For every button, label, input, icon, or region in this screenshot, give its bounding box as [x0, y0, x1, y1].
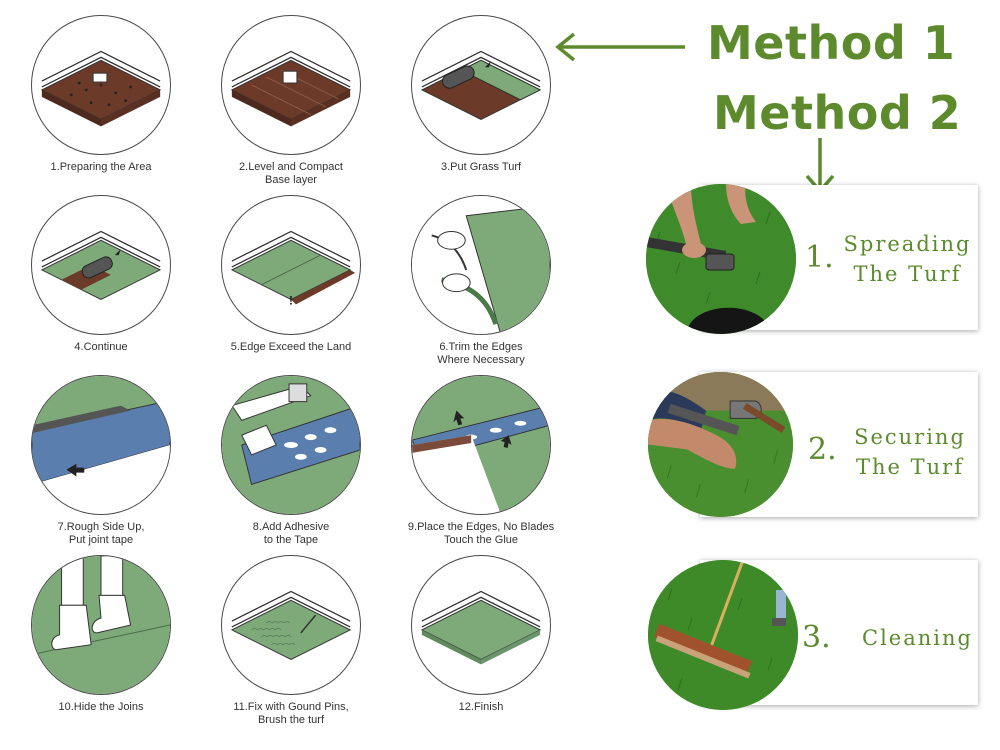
step-9-illustration — [411, 375, 551, 515]
step-10-illustration — [31, 555, 171, 695]
step-5: ! 5.Edge Exceed the Land — [196, 195, 386, 375]
step-11-caption: 11.Fix with Gound Pins, Brush the turf — [233, 701, 349, 726]
svg-text:!: ! — [289, 293, 293, 307]
card-2-label: Securing The Turf — [854, 425, 966, 479]
step-9-caption: 9.Place the Edges, No Blades Touch the G… — [407, 521, 555, 546]
step-5-illustration: ! — [221, 195, 361, 335]
step-5-caption: 5.Edge Exceed the Land — [230, 341, 352, 353]
step-11: 11.Fix with Gound Pins, Brush the turf — [196, 555, 386, 735]
method-1-title: Method 1 — [707, 16, 956, 70]
card-1-photo — [646, 184, 796, 334]
step-6-caption: 6.Trim the Edges Where Necessary — [437, 341, 525, 366]
step-7-caption: 7.Rough Side Up, Put joint tape — [57, 521, 145, 546]
step-1: 1.Preparing the Area — [6, 15, 196, 195]
card-3-photo — [648, 560, 798, 710]
card-1-label: Spreading The Turf — [843, 232, 972, 286]
step-10: 10.Hide the Joins — [6, 555, 196, 735]
step-4: 4.Continue — [6, 195, 196, 375]
step-11-illustration — [221, 555, 361, 695]
step-7: 7.Rough Side Up, Put joint tape — [6, 375, 196, 555]
card-3-label: Cleaning — [862, 626, 973, 650]
step-3-caption: 3.Put Grass Turf — [440, 161, 522, 173]
step-3-illustration — [411, 15, 551, 155]
card-3-number: 3. — [802, 620, 831, 655]
step-12-illustration — [411, 555, 551, 695]
step-12: 12.Finish — [386, 555, 576, 735]
step-10-caption: 10.Hide the Joins — [58, 701, 144, 713]
step-8: 8.Add Adhesive to the Tape — [196, 375, 386, 555]
step-4-caption: 4.Continue — [74, 341, 128, 353]
step-8-caption: 8.Add Adhesive to the Tape — [252, 521, 330, 546]
step-1-caption: 1.Preparing the Area — [50, 161, 152, 173]
step-8-illustration — [221, 375, 361, 515]
step-12-caption: 12.Finish — [458, 701, 504, 713]
step-7-illustration — [31, 375, 171, 515]
step-2: 2.Level and Compact Base layer — [196, 15, 386, 195]
card-1-number: 1. — [805, 240, 834, 275]
step-6-illustration — [411, 195, 551, 335]
step-2-caption: 2.Level and Compact Base layer — [239, 161, 343, 186]
card-2-number: 2. — [808, 432, 837, 467]
left-arrow-icon — [555, 32, 685, 62]
step-6: 6.Trim the Edges Where Necessary — [386, 195, 576, 375]
step-1-illustration — [31, 15, 171, 155]
step-4-illustration — [31, 195, 171, 335]
step-3: 3.Put Grass Turf — [386, 15, 576, 195]
method-2-title: Method 2 — [713, 86, 962, 140]
method1-grid: 1.Preparing the Area 2.Level and Compact… — [6, 15, 576, 735]
step-2-illustration — [221, 15, 361, 155]
step-9: 9.Place the Edges, No Blades Touch the G… — [386, 375, 576, 555]
card-2-photo — [648, 372, 793, 517]
